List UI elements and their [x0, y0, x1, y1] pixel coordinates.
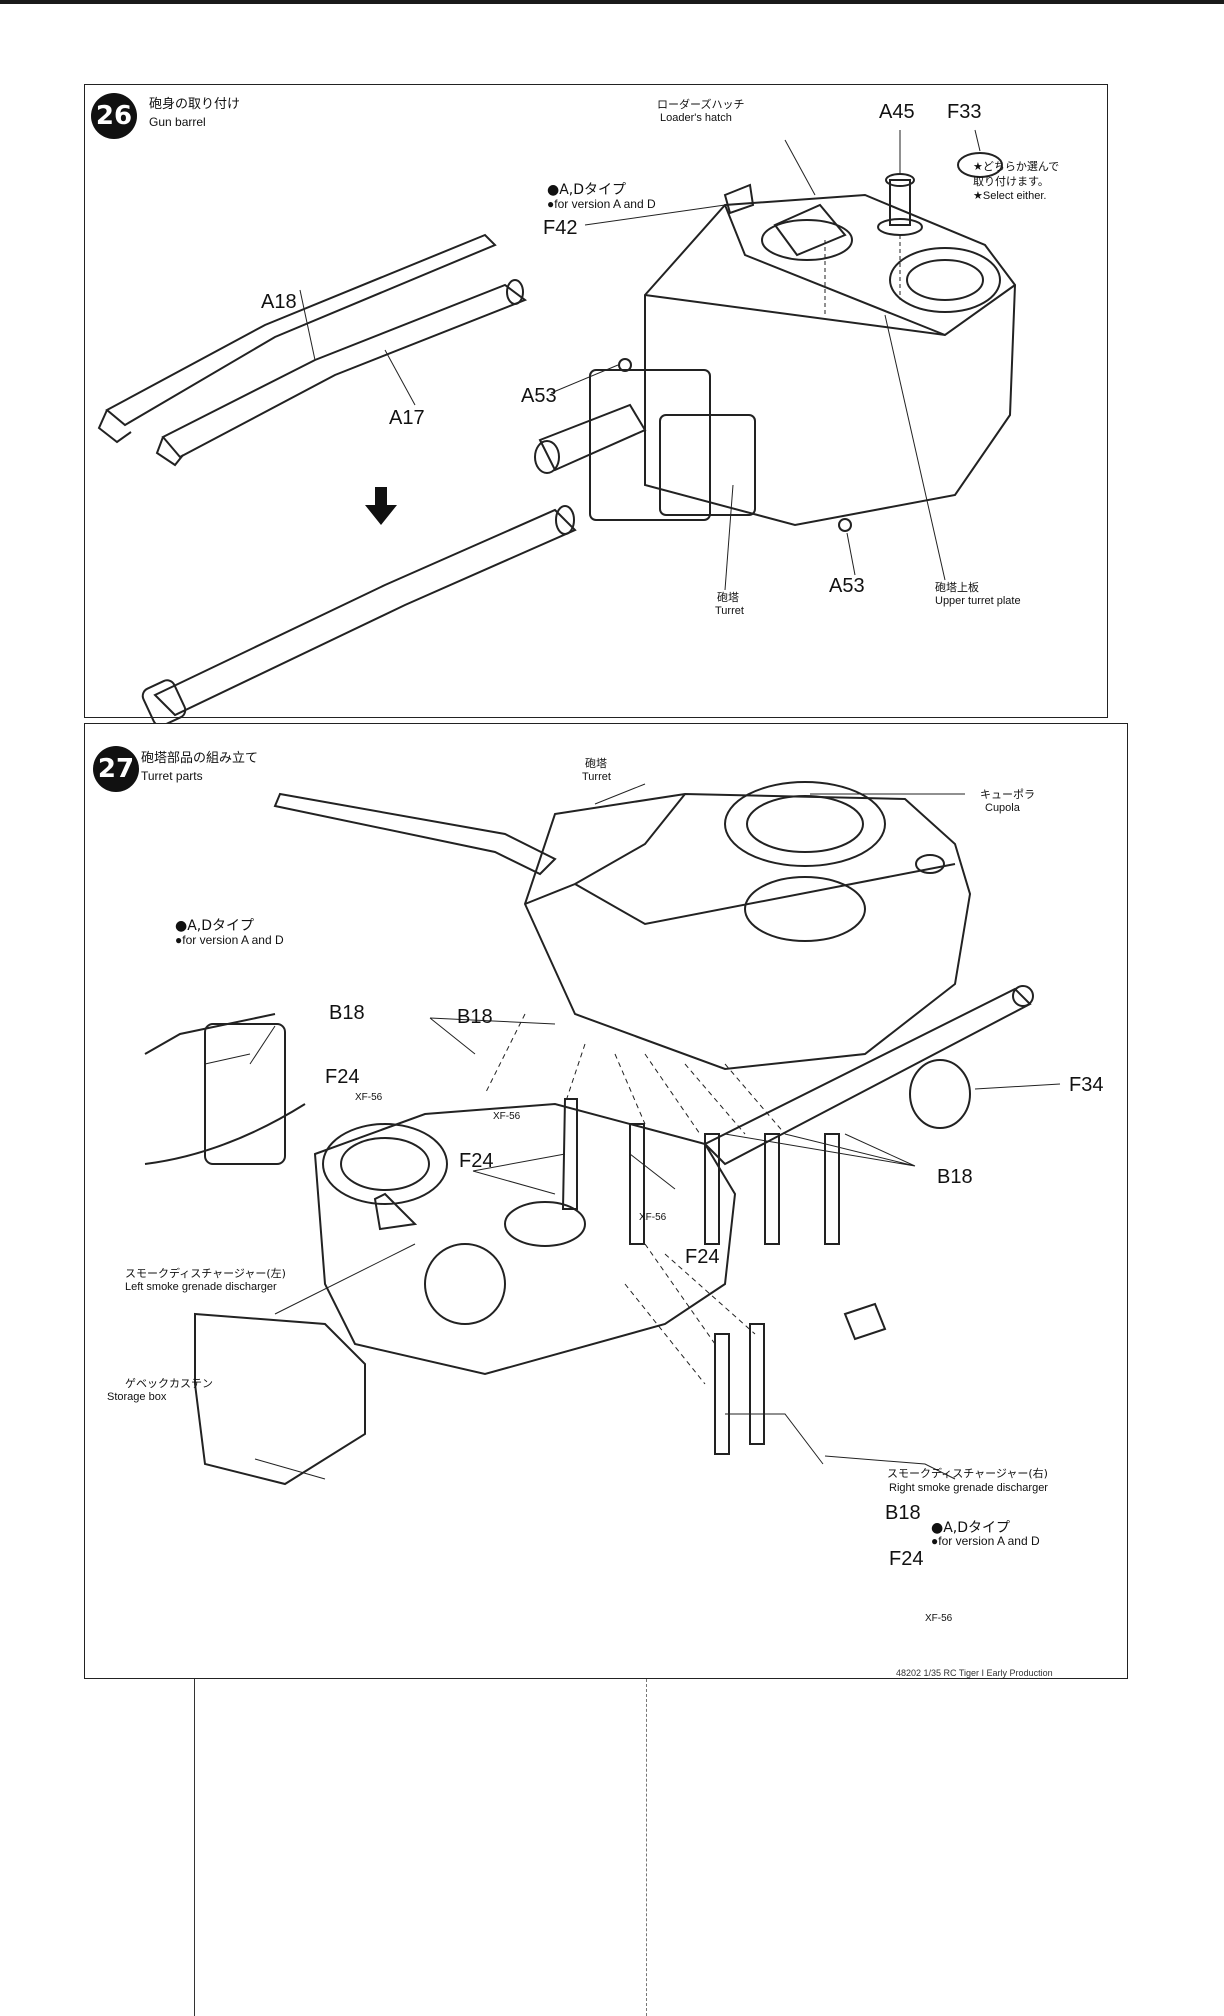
part-a53-right-label: A53 [829, 575, 865, 597]
upper-plate-label-en: Upper turret plate [935, 595, 1021, 607]
loaders-hatch-label-en: Loader's hatch [660, 112, 732, 124]
step-27-panel: 27 砲塔部品の組み立て Turret parts 砲塔 Turret キューポ… [84, 723, 1128, 1679]
loaders-hatch-part [773, 203, 847, 257]
upper-gun-barrel [273, 792, 557, 876]
column-divider-middle [646, 1679, 647, 2016]
version-note-en: ●for version A and D [547, 197, 656, 211]
paint-xf56-inset: XF-56 [355, 1092, 383, 1103]
upper-turret-body [523, 792, 972, 1071]
part-f24-lower-label: F24 [889, 1548, 924, 1570]
turret-label-jp-27: 砲塔 [585, 757, 607, 770]
gun-mantlet [589, 369, 711, 521]
part-f34-label: F34 [1069, 1074, 1104, 1096]
step-26-title-en: Gun barrel [149, 115, 206, 129]
turret-label-en: Turret [715, 605, 744, 617]
left-smoke-discharger [373, 1192, 418, 1231]
storage-box-label-jp: ゲベックカステン [125, 1377, 213, 1390]
select-note-jp-1: ★どちらか選んで [973, 160, 1060, 173]
cupola-ring [889, 247, 1001, 313]
storage-box [194, 1312, 366, 1486]
track-links-left [561, 1098, 645, 1245]
part-a17-label: A17 [389, 407, 425, 429]
part-f42-label: F42 [543, 217, 578, 239]
top-rule [0, 0, 1224, 4]
track-links-mid [704, 1133, 840, 1245]
assembly-arrow-icon [365, 487, 397, 525]
storage-box-label-en: Storage box [107, 1391, 167, 1403]
step-27-number: 27 [93, 746, 139, 792]
track-links-lower [714, 1323, 765, 1455]
f34-disc [909, 1059, 971, 1129]
step-27-title-jp: 砲塔部品の組み立て [141, 751, 259, 766]
part-b18-inset-label: B18 [329, 1002, 365, 1024]
paint-xf56-lower: XF-56 [925, 1613, 953, 1624]
a53-bolt-right [838, 518, 852, 532]
step-26-panel: 26 砲身の取り付け Gun barrel ローダーズハッチ Loader's … [84, 84, 1108, 727]
left-smoke-label-jp: スモークディスチャージャー(左) [125, 1267, 286, 1280]
step-26-number: 26 [91, 93, 137, 139]
version-note-jp: ●A,Dタイプ [547, 182, 627, 198]
turret-label-jp: 砲塔 [717, 591, 739, 604]
version-note2-en: ●for version A and D [931, 1534, 1040, 1548]
turret-label-en-27: Turret [582, 771, 611, 783]
step-26-title-jp: 砲身の取り付け [149, 97, 241, 112]
lower-cupola [322, 1123, 448, 1205]
part-a18-label: A18 [261, 291, 297, 313]
column-divider-left [194, 1679, 195, 2016]
turret-parts-illustration [144, 781, 1061, 1486]
turret-body [644, 193, 1017, 527]
assembled-barrel [153, 508, 577, 717]
lower-gun-barrel [703, 987, 1032, 1166]
version-note2-jp: ●A,Dタイプ [931, 1520, 1011, 1536]
left-smoke-label-en: Left smoke grenade discharger [125, 1281, 277, 1293]
version-note-en-27: ●for version A and D [175, 933, 284, 947]
part-f33-label: F33 [947, 101, 982, 123]
paint-xf56-mid: XF-56 [639, 1212, 667, 1223]
page-footer: 48202 1/35 RC Tiger I Early Production [896, 1668, 1053, 1678]
upper-plate-label-jp: 砲塔上板 [935, 581, 979, 594]
loaders-hatch-label-jp: ローダーズハッチ [657, 98, 745, 111]
gun-barrel-illustration [97, 129, 1017, 727]
version-note-jp-27: ●A,Dタイプ [175, 918, 255, 934]
select-note-jp-2: 取り付けます。 [973, 175, 1049, 188]
f33-part [957, 152, 1003, 178]
part-f24-inset-label: F24 [325, 1066, 360, 1088]
upper-cupola [724, 781, 886, 867]
right-smoke-label-en: Right smoke grenade discharger [889, 1482, 1048, 1494]
part-b18-right-label: B18 [937, 1166, 973, 1188]
a53-bolt-left [618, 358, 632, 372]
select-note-en: ★Select either. [973, 190, 1047, 202]
part-a45-label: A45 [879, 101, 915, 123]
a45-part [889, 179, 911, 226]
part-b18-left-label: B18 [457, 1006, 493, 1028]
f42-part [723, 183, 755, 215]
cupola-label-en: Cupola [985, 802, 1020, 814]
a18-barrel-half [105, 233, 497, 427]
lower-turret-body [313, 1102, 737, 1376]
right-smoke-label-jp: スモークディスチャージャー(右) [887, 1467, 1048, 1480]
part-f24-mid-label: F24 [685, 1246, 720, 1268]
step-27-title-en: Turret parts [141, 769, 203, 783]
part-a53-left-label: A53 [521, 385, 557, 407]
right-smoke-discharger [843, 1302, 887, 1341]
cupola-label-jp: キューポラ [980, 788, 1035, 801]
part-b18-lower-label: B18 [885, 1502, 921, 1524]
inset-track-detail [144, 1013, 276, 1055]
paint-xf56-left: XF-56 [493, 1111, 521, 1122]
part-f24-left-label: F24 [459, 1150, 494, 1172]
